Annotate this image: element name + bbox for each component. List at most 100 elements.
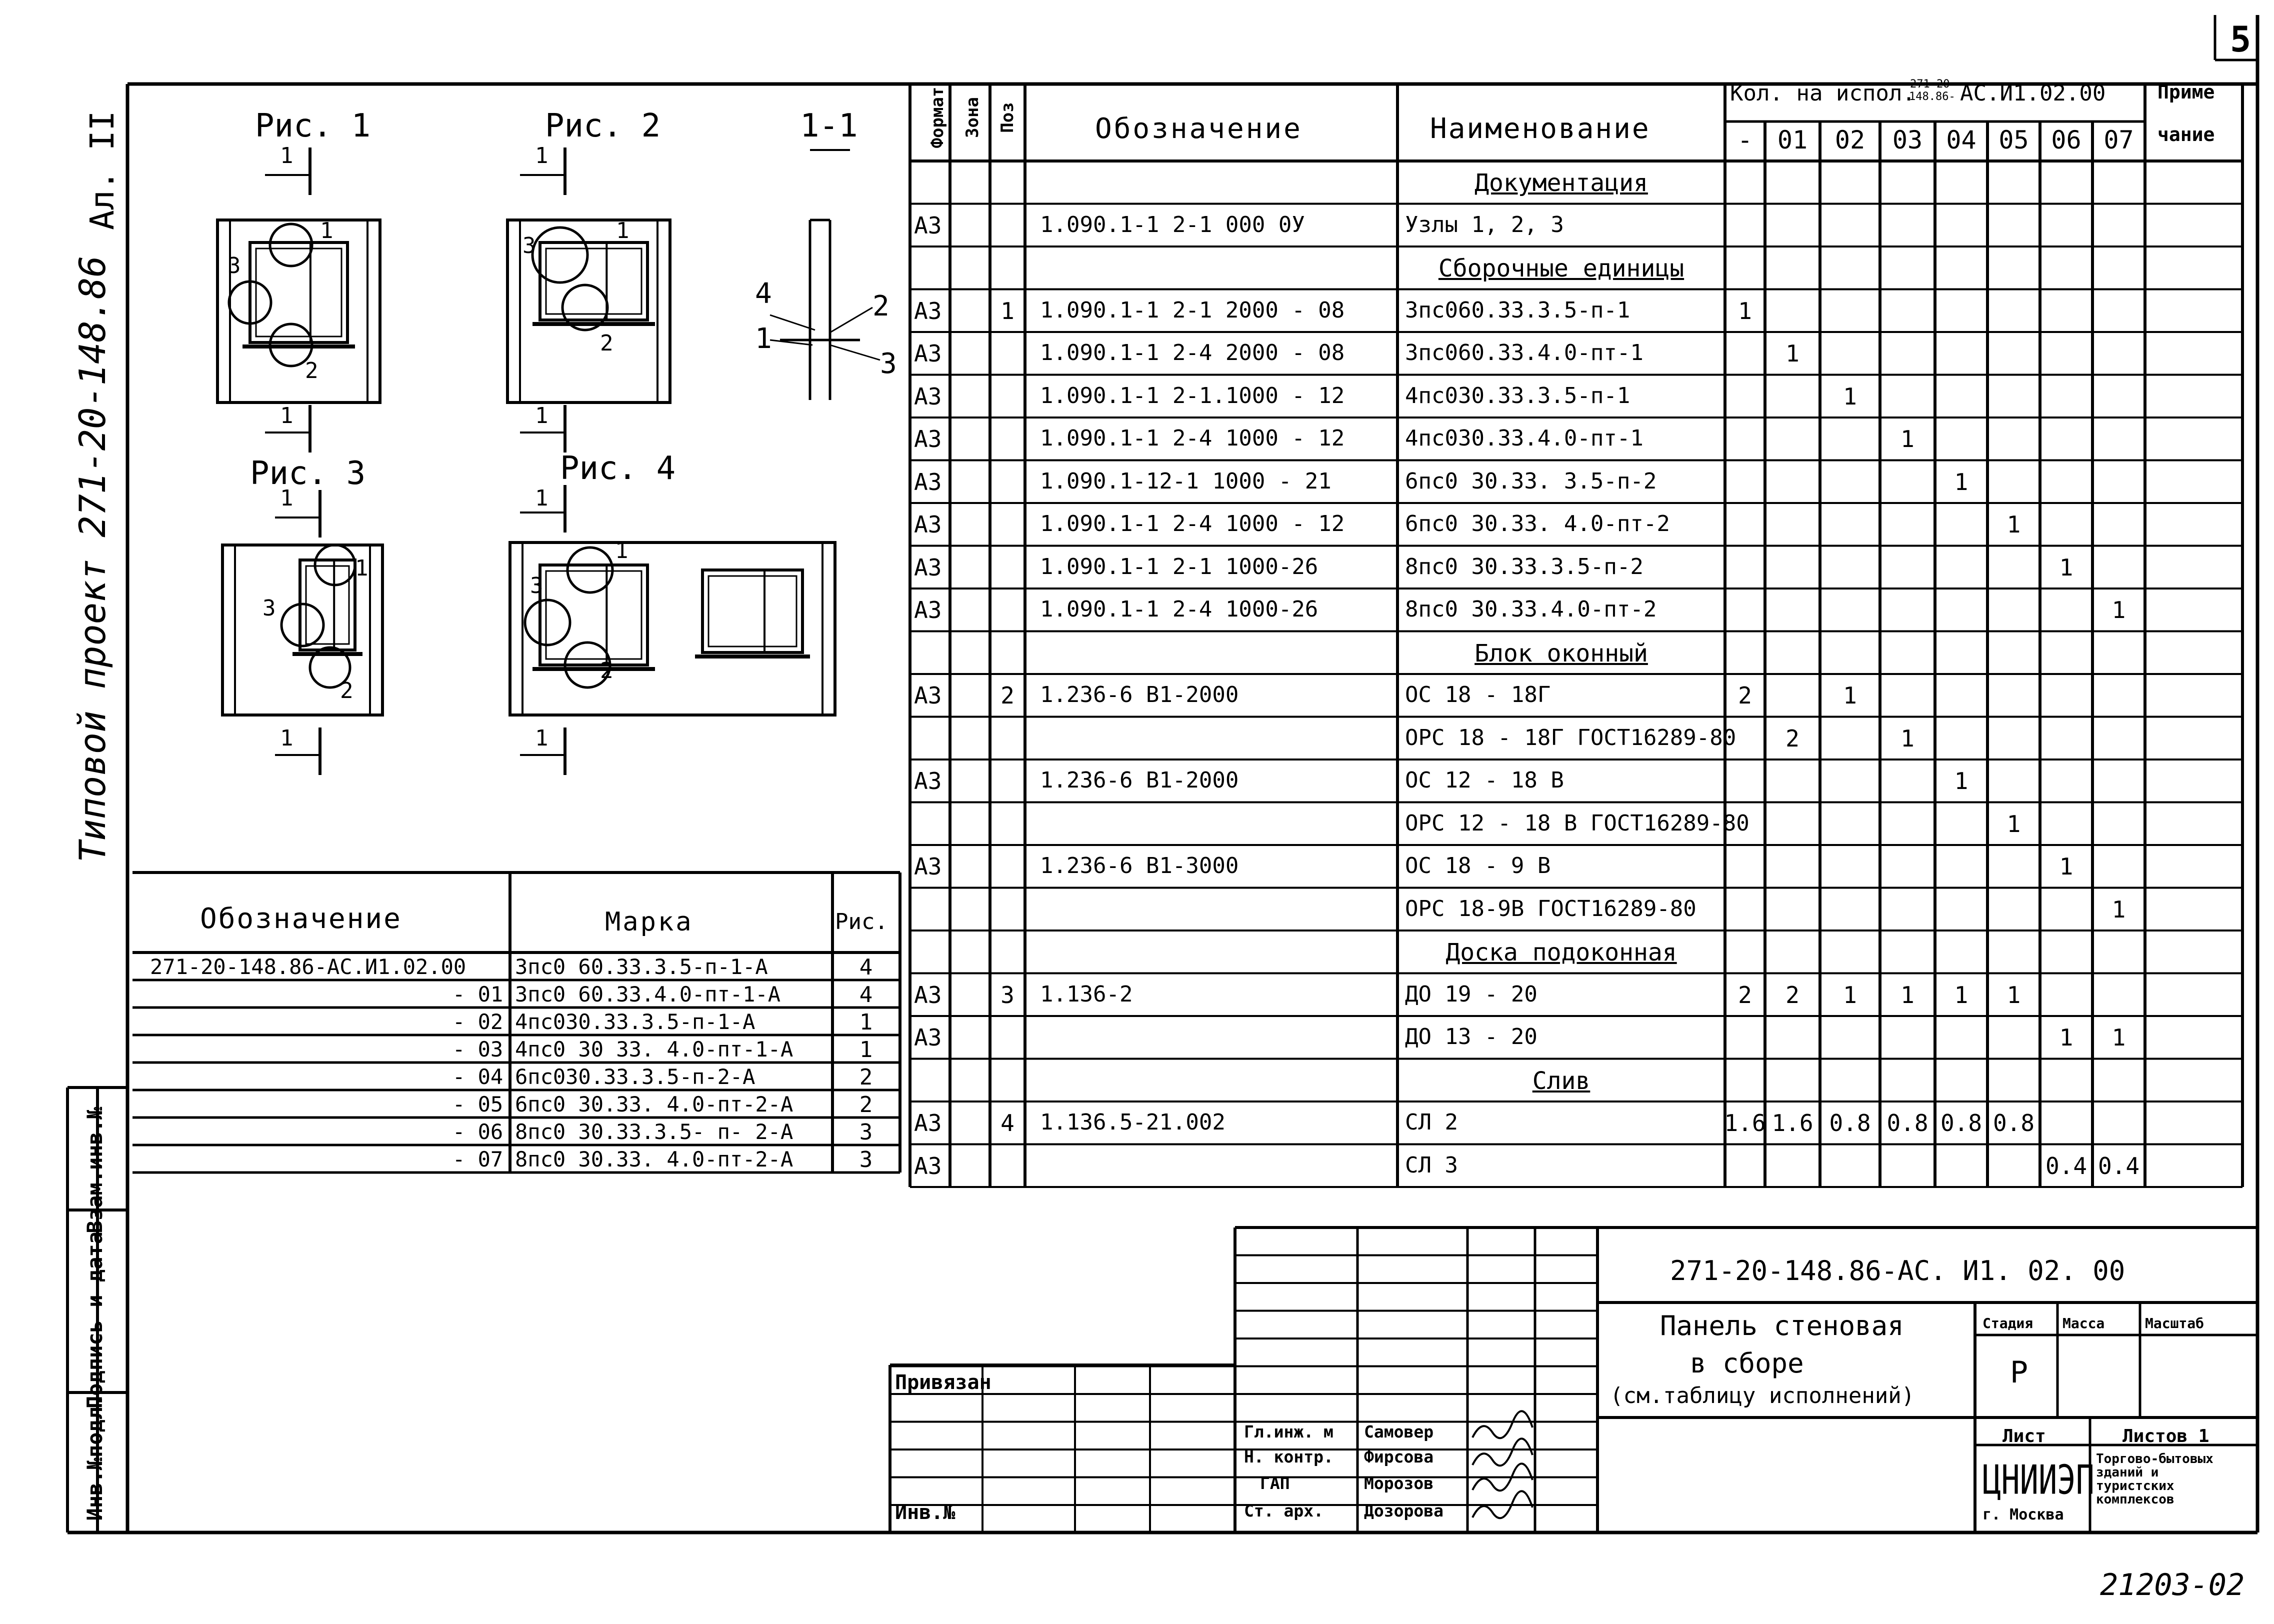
spec-row-format: А3 (914, 297, 942, 324)
spec-header-qty-code-bottom: 148.86- (1909, 90, 1956, 103)
spec-row-designation: 1.090.1-1 2-1.1000 - 12 (1040, 382, 1345, 408)
spec-row-name: Узлы 1, 2, 3 (1405, 212, 1564, 238)
staff-role: Н. контр. (1244, 1447, 1334, 1466)
stamp-replaced-inv: Взам.инв.№ (82, 1106, 107, 1234)
spec-row-format: А3 (914, 554, 942, 581)
cut-mark: 1 (280, 726, 294, 751)
album-label: Ал. II (83, 110, 122, 230)
leader (830, 306, 873, 334)
spec-row-name: ОРС 12 - 18 В ГОСТ16289-80 (1405, 810, 1750, 836)
marks-row-mark: 8пс0 30.33. 4.0-пт-2-А (515, 1147, 794, 1172)
spec-row-format: А3 (914, 1110, 942, 1136)
spec-header-designation: Обозначение (1095, 112, 1302, 145)
signature-mark (1472, 1410, 1534, 1440)
org-name: ЦНИИЭП (1982, 1456, 2094, 1504)
callout-3: 3 (522, 233, 536, 258)
callout-3: 3 (228, 253, 241, 278)
spec-row-name: 6пс0 30.33. 4.0-пт-2 (1405, 511, 1670, 536)
spec-header-note-bottom: чание (2158, 124, 2215, 146)
window-frame (538, 564, 649, 666)
spec-row-format: А3 (914, 426, 942, 452)
spec-row-name: ОС 18 - 18Г (1405, 682, 1551, 708)
spec-row-name: СЛ 2 (1405, 1110, 1458, 1135)
cut-mark: 1 (535, 403, 548, 428)
callout-circle (566, 546, 614, 594)
spec-row-format: А3 (914, 853, 942, 880)
leader (830, 344, 880, 361)
stage-label: Стадия (1982, 1315, 2034, 1332)
spec-row-format: А3 (914, 468, 942, 496)
panel-outline (221, 544, 384, 716)
callout-1: 1 (616, 218, 630, 244)
staff-name: Фирсова (1364, 1447, 1434, 1466)
spec-row-designation: 1.090.1-1 2-4 1000 - 12 (1040, 511, 1345, 536)
fig4-title: Рис. 4 (560, 450, 676, 487)
spec-row-name: ДО 13 - 20 (1405, 1024, 1538, 1050)
cut-mark: 1 (280, 143, 294, 168)
staff-role: Ст. арх. (1244, 1501, 1324, 1520)
callout-circle (268, 222, 314, 268)
callout-2: 2 (600, 658, 614, 684)
org-city: г. Москва (1982, 1506, 2064, 1524)
marks-header-mark: Марка (605, 907, 694, 937)
spec-row-designation: 1.090.1-1 2-4 1000-26 (1040, 596, 1318, 622)
callout-circle (561, 284, 609, 332)
spec-row-name: 8пс0 30.33.4.0-пт-2 (1405, 596, 1657, 622)
marks-header-designation: Обозначение (200, 902, 402, 935)
spec-row-designation: 1.090.1-1 2-1 2000 - 08 (1040, 297, 1345, 323)
cut-mark: 1 (280, 486, 294, 511)
stamp-signature-date: Подпись и дата (82, 1232, 107, 1409)
spec-header-zone: Зона (962, 97, 982, 138)
inventory-label: Инв.№ (895, 1501, 956, 1524)
spec-header-qty-group: Кол. на испол. (1730, 80, 1916, 106)
callout-2: 2 (340, 678, 354, 704)
marks-row-mark: 4пс030.33.3.5-п-1-А (515, 1010, 756, 1034)
spec-row-format: А3 (914, 212, 942, 239)
spec-row-designation: 1.090.1-12-1 1000 - 21 (1040, 468, 1332, 494)
marks-row-mark: 3пс0 60.33.4.0-пт-1-А (515, 982, 781, 1006)
marks-row-designation: - 07 (452, 1147, 504, 1172)
section-mark-2: 2 (872, 290, 890, 322)
callout-circle (308, 646, 352, 689)
spec-row-designation: 1.136.5-21.002 (1040, 1110, 1226, 1135)
window-frame (538, 241, 649, 322)
spec-row-name: ОС 12 - 18 В (1405, 768, 1564, 793)
spec-row-name: ОРС 18 - 18Г ГОСТ16289-80 (1405, 724, 1736, 750)
window-inner (545, 570, 642, 660)
spec-row-format: А3 (914, 596, 942, 624)
section-mark-1: 1 (755, 322, 772, 355)
spec-header-name: Наименование (1430, 112, 1650, 145)
spec-row-format: А3 (914, 1152, 942, 1180)
callout-circle (268, 322, 314, 368)
marks-row-mark: 4пс0 30 33. 4.0-пт-1-А (515, 1037, 794, 1062)
scale-label: Масштаб (2145, 1315, 2204, 1332)
callout-circle (280, 602, 325, 648)
marks-row-mark: 8пс0 30.33.3.5- п- 2-А (515, 1120, 794, 1144)
cut-mark: 1 (535, 143, 548, 168)
spec-row-designation: 1.236-6 В1-3000 (1040, 853, 1239, 878)
sheets-label: Листов 1 (2122, 1426, 2210, 1446)
title-line-3: (см.таблицу исполнений) (1610, 1383, 1915, 1408)
leader (770, 314, 816, 331)
staff-name: Самовер (1364, 1422, 1434, 1442)
spec-row-designation: 1.236-6 В1-2000 (1040, 682, 1239, 708)
section-mark-4: 4 (755, 278, 772, 310)
signature-mark (1472, 1462, 1534, 1492)
window-frame (701, 568, 804, 654)
spec-row-name: 4пс030.33.4.0-пт-1 (1405, 426, 1644, 451)
callout-circle (531, 226, 589, 284)
spec-row-name: 3пс060.33.4.0-пт-1 (1405, 340, 1644, 366)
callout-circle (524, 598, 572, 646)
marks-row-designation: - 02 (452, 1010, 504, 1034)
callout-circle (564, 641, 612, 689)
spec-row-name: СЛ 3 (1405, 1152, 1458, 1178)
section-mark-3: 3 (880, 348, 897, 380)
fig3-title: Рис. 3 (250, 455, 366, 492)
section-title: 1-1 (800, 108, 858, 144)
marks-row-designation: - 03 (452, 1037, 504, 1062)
spec-row-name: 6пс0 30.33. 3.5-п-2 (1405, 468, 1657, 494)
spec-row-name: 3пс060.33.3.5-п-1 (1405, 297, 1630, 323)
marks-header-fig: Рис. (835, 909, 888, 934)
marks-row-designation: 271-20-148.86-АС.И1.02.00 (150, 954, 466, 979)
